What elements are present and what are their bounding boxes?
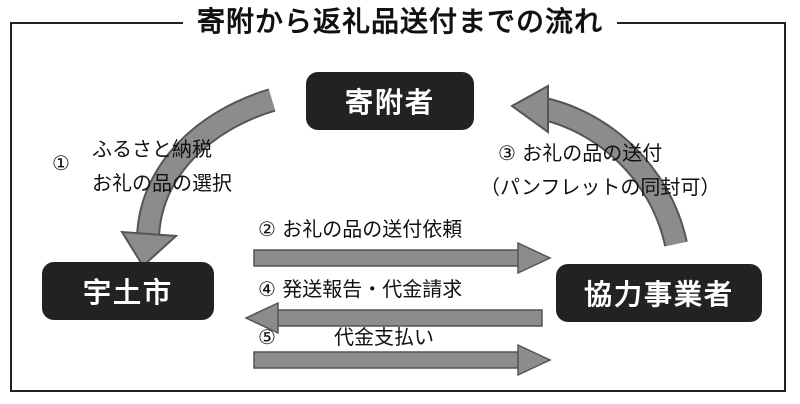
node-city: 宇土市	[42, 262, 214, 320]
step3-number: ③	[498, 141, 516, 165]
step1-line1: ふるさと納税	[92, 137, 212, 161]
arrow-donor-to-city-head	[120, 230, 179, 268]
step3-line1-wrap: ③ お礼の品の送付	[498, 138, 662, 168]
step2-text: お礼の品の送付依頼	[282, 217, 463, 241]
node-partner: 協力事業者	[556, 264, 762, 322]
step2-label: ② お礼の品の送付依頼	[258, 214, 462, 244]
arrow-payment	[253, 343, 552, 377]
step5-text: 代金支払い	[334, 325, 434, 349]
step4-text: 発送報告・代金請求	[282, 277, 463, 301]
arrow-partner-to-city	[244, 301, 543, 335]
step1-number: ①	[52, 151, 70, 175]
step4-label: ④ 発送報告・代金請求	[258, 274, 462, 304]
step3-line1: お礼の品の送付	[522, 141, 663, 165]
step1-line2: お礼の品の選択	[92, 171, 232, 195]
arrow-partner-to-donor-head	[510, 84, 549, 134]
step5-number: ⑤	[258, 325, 276, 349]
step4-number: ④	[258, 277, 276, 301]
arrow-city-to-partner	[253, 241, 552, 275]
node-donor: 寄附者	[306, 72, 474, 130]
arrow-partner-to-donor-body	[537, 98, 686, 247]
step3-line2: （パンフレットの同封可）	[480, 175, 721, 199]
arrow-donor-to-city-body	[138, 90, 275, 239]
step2-number: ②	[258, 217, 276, 241]
